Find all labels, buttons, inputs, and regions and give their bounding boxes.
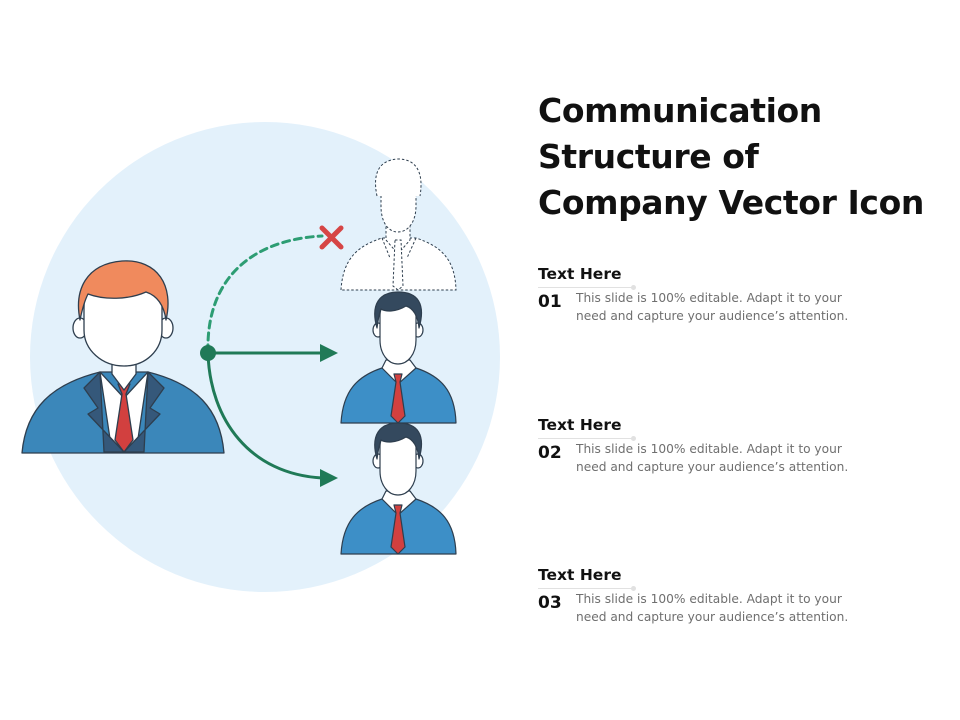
text-item-description-line-1: This slide is 100% editable. Adapt it to… (576, 442, 842, 456)
text-item-description-line-2: need and capture your audience’s attenti… (576, 460, 849, 474)
text-item-description-line-1: This slide is 100% editable. Adapt it to… (576, 291, 842, 305)
rejected-person-icon (340, 158, 457, 291)
text-item-divider (538, 586, 636, 591)
blocked-communication-line (206, 234, 324, 354)
text-item-number: 02 (538, 443, 562, 463)
text-item-2: Text Here 02 This slide is 100% editable… (538, 414, 938, 474)
arrow-head-icon (320, 344, 338, 362)
text-item-divider (538, 436, 636, 441)
text-item-heading: Text Here (538, 566, 622, 584)
curved-communication-arrow (206, 352, 323, 480)
text-item-description-line-2: need and capture your audience’s attenti… (576, 309, 849, 323)
slide-title-line-2: Structure of (538, 137, 759, 176)
arrow-head-icon (320, 469, 338, 487)
text-item-description: This slide is 100% editable. Adapt it to… (576, 289, 906, 325)
source-node-dot (200, 345, 216, 361)
slide-title-line-1: Communication (538, 91, 822, 130)
text-item-heading: Text Here (538, 416, 622, 434)
text-item-3: Text Here 03 This slide is 100% editable… (538, 564, 938, 624)
text-item-number: 03 (538, 593, 562, 613)
text-item-description-line-1: This slide is 100% editable. Adapt it to… (576, 592, 842, 606)
text-item-description: This slide is 100% editable. Adapt it to… (576, 440, 906, 476)
text-item-description: This slide is 100% editable. Adapt it to… (576, 590, 906, 626)
text-item-1: Text Here 01 This slide is 100% editable… (538, 263, 938, 323)
text-item-heading: Text Here (538, 265, 622, 283)
communication-illustration (21, 122, 500, 592)
text-item-number: 01 (538, 292, 562, 312)
slide-title-line-3: Company Vector Icon (538, 183, 924, 222)
leader-person-icon (21, 260, 225, 454)
text-item-divider (538, 285, 636, 290)
team-member-icon-2 (340, 422, 457, 555)
blocked-x-icon (319, 225, 344, 250)
slide-title: Communication Structure of Company Vecto… (538, 88, 948, 226)
team-member-icon-1 (340, 291, 457, 424)
text-item-description-line-2: need and capture your audience’s attenti… (576, 610, 849, 624)
